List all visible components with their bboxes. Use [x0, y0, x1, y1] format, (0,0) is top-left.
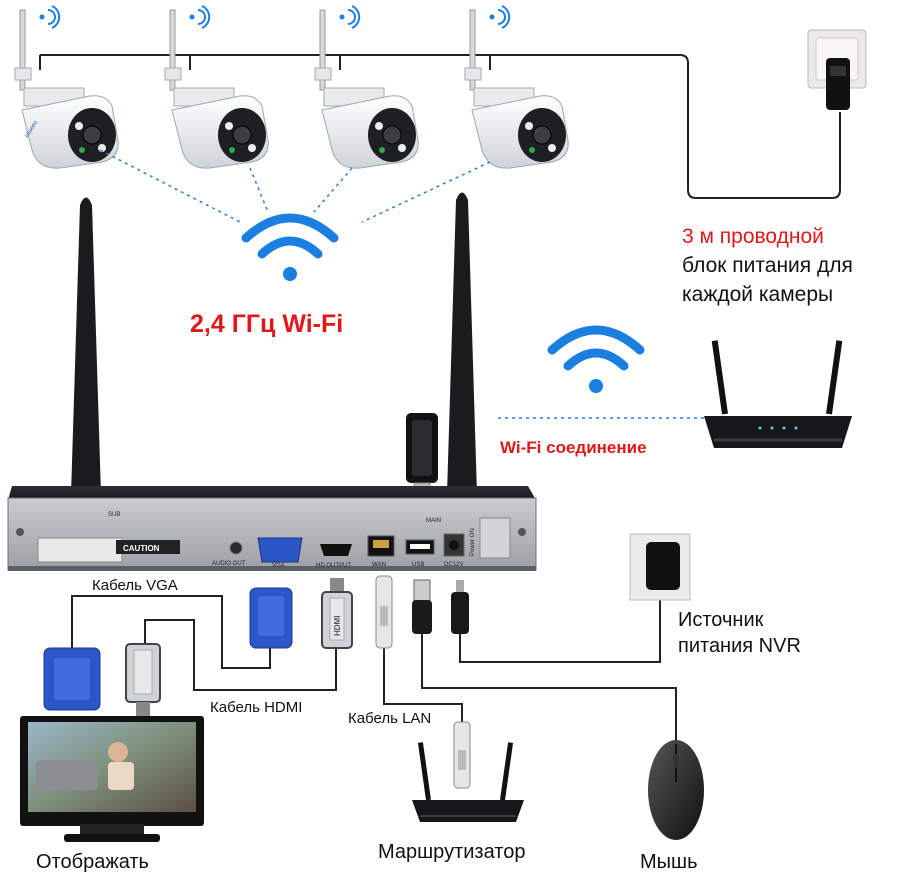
vga-connector-monitor [43, 647, 101, 711]
nvr-power-outlet [629, 533, 691, 601]
wifi-band-label: 2,4 ГГц Wi-Fi [190, 310, 343, 338]
nvr-cables [71, 595, 677, 742]
dc-power-connector [451, 580, 469, 634]
nvr-main-label: MAIN [426, 518, 441, 524]
nvr-sub-label: SUB [108, 512, 120, 518]
camera-wifi-links [99, 149, 491, 223]
nvr-usb-label: USB [412, 562, 424, 568]
camera-power-line3: каждой камеры [682, 283, 833, 306]
camera-power-cable [39, 54, 841, 199]
hdmi-connector-monitor [125, 643, 161, 718]
nvr-power-line2: питания NVR [678, 635, 801, 657]
nvr-caution-label: CAUTION [123, 544, 160, 553]
camera-1 [14, 5, 119, 169]
camera-power-line1: 3 м проводной [682, 225, 824, 248]
vga-connector-nvr [249, 587, 293, 649]
camera-power-outlet [807, 29, 867, 110]
wired-router [412, 742, 524, 822]
router-wifi-icon [547, 325, 645, 393]
nvr-power-line1: Источник [678, 609, 764, 631]
wireless-router [704, 340, 852, 448]
camera-4 [464, 5, 569, 169]
usb-connector [412, 579, 432, 634]
mouse-label: Мышь [640, 851, 698, 873]
nvr-wan-label: WAN [372, 562, 386, 568]
hdmi-cable-label: Кабель HDMI [210, 699, 302, 716]
router-label: Маршрутизатор [378, 841, 525, 863]
nvr-vga-label: VGA [272, 563, 285, 569]
wifi-icon [241, 213, 339, 281]
wifi-connection-label: Wi-Fi соединение [500, 438, 647, 457]
lan-connector-router [453, 721, 471, 789]
cameras [14, 5, 569, 169]
hdmi-plug-label: HDMI [333, 616, 342, 636]
nvr-power-label: Power ON [470, 528, 476, 556]
lan-cable-label: Кабель LAN [348, 710, 431, 727]
monitor [20, 716, 204, 842]
nvr-audio-out-label: AUDIO OUT [212, 561, 246, 567]
nvr-recorder [7, 192, 537, 571]
camera-2 [164, 5, 269, 169]
camera-power-line2: блок питания для [682, 254, 853, 277]
labels: 2,4 ГГц Wi-Fi Wi-Fi соединение 3 м прово… [25, 120, 853, 873]
hdmi-connector-nvr [321, 578, 353, 649]
camera-3 [314, 5, 419, 169]
display-label: Отображать [36, 851, 149, 873]
nvr-dc12v-label: DC12V [444, 562, 463, 568]
mouse [648, 740, 704, 840]
lan-connector-nvr [375, 575, 393, 649]
nvr-hd-output-label: HD OUTPUT [316, 563, 351, 569]
vga-cable-label: Кабель VGA [92, 577, 178, 594]
